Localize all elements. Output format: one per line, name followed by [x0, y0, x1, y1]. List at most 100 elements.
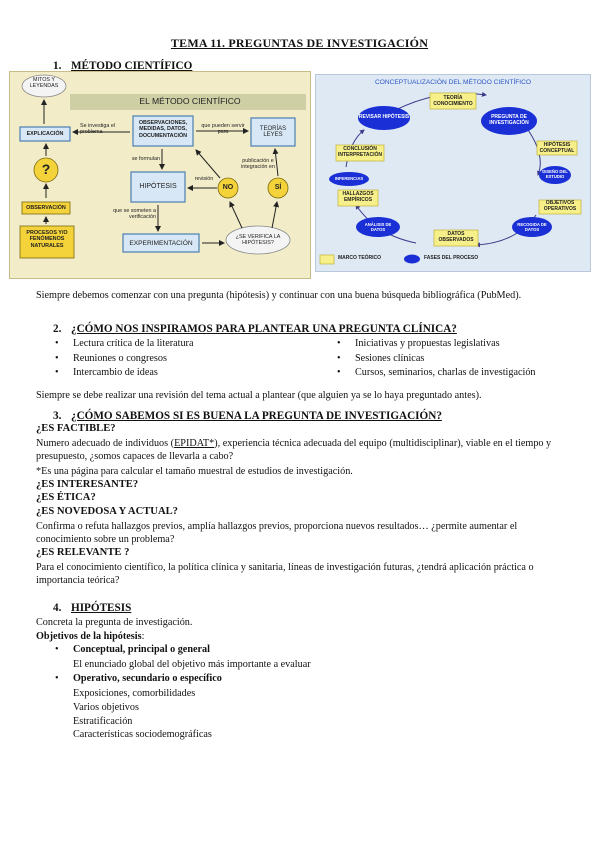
legend-marco-swatch [319, 254, 335, 265]
procesos-box [19, 225, 75, 259]
experimentacion-box [122, 233, 200, 253]
pregunta-oval [481, 107, 537, 135]
legend-fases-label: FASES DEL PROCESO [424, 255, 479, 261]
arrow-label-formulan: se formulan [131, 156, 160, 162]
objetivos-list: Conceptual, principal o general [53, 643, 553, 657]
interesante-question: ¿ES INTERESANTE? [36, 479, 139, 490]
epidat-link[interactable]: EPIDAT* [174, 438, 215, 449]
hallazgos-box [337, 189, 379, 207]
factible-note: *Es una página para calcular el tamaño m… [36, 466, 353, 477]
hipotesis-conceptual-box [536, 140, 578, 156]
list-item: Iniciativas y propuestas legislativas [335, 337, 585, 352]
inferencias-label: INFERENCIAS [334, 176, 364, 181]
revisar-label: REVISAR HIPÓTESIS [358, 114, 410, 120]
list-item: Reuniones o congresos [53, 352, 313, 367]
no-circle [217, 177, 239, 199]
mitos-cloud [21, 74, 67, 98]
list-item: Conceptual, principal o general [53, 643, 553, 657]
review-paragraph: Siempre se debe realizar una revisión de… [36, 390, 482, 401]
list-item: Lectura crítica de la literatura [53, 337, 313, 352]
objetivos-label: OBJETIVOS OPERATIVOS [543, 200, 577, 212]
observacion-box [21, 201, 71, 215]
sub-item: Estratificación [73, 715, 133, 727]
teoria-label: TEORÍA CONOCIMIENTO [433, 95, 473, 107]
novedosa-question: ¿ES NOVEDOSA Y ACTUAL? [36, 506, 178, 517]
hipotesis-box [130, 171, 186, 203]
section-1-heading: 1.MÉTODO CIENTÍFICO [53, 60, 193, 72]
relevante-answer: Para el conocimiento científico, la polí… [36, 562, 534, 587]
section-3-heading: 3.¿CÓMO SABEMOS SI ES BUENA LA PREGUNTA … [53, 410, 442, 422]
datos-label: DATOS OBSERVADOS [438, 231, 474, 243]
teorias-label: TEORÍAS LEYES [259, 126, 287, 139]
list-item: Operativo, secundario o específico [53, 672, 553, 687]
question-mark-icon: ? [41, 161, 51, 177]
scientific-method-arrows [19, 74, 306, 259]
list-item: Cursos, seminarios, charlas de investiga… [335, 366, 585, 381]
sub-item: Características sociodemográficas [73, 729, 212, 741]
conclusion-label: CONCLUSIÓN INTERPRETACIÓN [337, 146, 383, 158]
section-4-heading: 4.HIPÓTESIS [53, 602, 132, 614]
mitos-label: MITOS Y LEYENDAS [29, 77, 59, 90]
arrow-label-revision: revisión [194, 176, 214, 182]
recogida-label: RECOGIDA DE DATOS [517, 222, 547, 232]
novedosa-answer: Confirma o refuta hallazgos previos, amp… [36, 521, 518, 546]
diseno-label: DISEÑO DEL ESTUDIO [542, 169, 568, 179]
procesos-label: PROCESOS Y/O FENÓMENOS NATURALES [26, 230, 68, 249]
etica-question: ¿ES ÉTICA? [36, 492, 96, 503]
diseno-oval [539, 166, 571, 184]
si-circle [267, 177, 289, 199]
arrow-label-investiga: Se investiga el problema [80, 123, 116, 136]
diagram-left-header: EL MÉTODO CIENTÍFICO [139, 96, 241, 106]
objetivos-box [538, 199, 582, 215]
arrow-label-publicacion: publicación e integración en [241, 158, 275, 171]
sub-item: Varios objetivos [73, 701, 139, 713]
hipotesis-line: Concreta la pregunta de investigación. [36, 617, 193, 628]
teorias-box [250, 117, 296, 147]
hipotesis-conceptual-label: HIPÓTESIS CONCEPTUAL [539, 142, 575, 154]
hallazgos-label: HALLAZGOS EMPÍRICOS [342, 191, 374, 203]
objetivos-list-2: Operativo, secundario o específico [53, 672, 553, 687]
section-2-heading: 2.¿CÓMO NOS INSPIRAMOS PARA PLANTEAR UNA… [53, 323, 457, 335]
verifica-cloud [225, 225, 291, 255]
teoria-box [429, 92, 477, 110]
legend-marco-label: MARCO TEÓRICO [338, 255, 382, 261]
item1-description: El enunciado global del objetivo más imp… [73, 659, 311, 670]
explicacion-label: EXPLICACIÓN [26, 131, 64, 137]
no-label: NO [222, 184, 234, 191]
arrow-label-servir: que pueden servir para [201, 123, 245, 136]
conclusion-box [335, 144, 385, 162]
diagram-right-header: CONCEPTUALIZACIÓN DEL MÉTODO CIENTÍFICO [374, 79, 532, 86]
conceptualization-diagram: CONCEPTUALIZACIÓN DEL MÉTODO CIENTÍFICO … [315, 74, 591, 272]
datos-box [433, 229, 479, 247]
relevante-question: ¿ES RELEVANTE ? [36, 547, 130, 558]
diagram-header-band [70, 94, 306, 110]
observaciones-label: OBSERVACIONES, MEDIDAS, DATOS, DOCUMENTA… [138, 120, 188, 139]
objetivos-label: Objetivos de la hipótesis: [36, 631, 145, 642]
si-label: SÍ [274, 184, 282, 191]
verifica-label: ¿SE VERIFICA LA HIPÓTESIS? [235, 234, 281, 247]
explicacion-box [19, 126, 71, 142]
observaciones-box [132, 115, 194, 147]
factible-question: ¿ES FACTIBLE? [36, 423, 116, 434]
observacion-label: OBSERVACIÓN [26, 205, 66, 211]
analisis-label: ANÁLISIS DE DATOS [364, 222, 392, 232]
pregunta-label: PREGUNTA DE INVESTIGACIÓN [489, 114, 529, 126]
experimentacion-label: EXPERIMENTACIÓN [129, 240, 193, 247]
recogida-oval [512, 217, 552, 237]
list-item: Sesiones clínicas [335, 352, 585, 367]
inspiration-list-left: Lectura crítica de la literatura Reunion… [53, 337, 313, 381]
page-title: TEMA 11. PREGUNTAS DE INVESTIGACIÓN [170, 36, 429, 50]
list-item: Intercambio de ideas [53, 366, 313, 381]
hipotesis-label: HIPÓTESIS [139, 183, 177, 190]
sub-item: Exposiciones, comorbilidades [73, 688, 196, 699]
scientific-method-diagram: MITOS Y LEYENDAS EL MÉTODO CIENTÍFICO EX… [9, 71, 311, 279]
arrow-label-verificacion: que se someten a verificación [113, 208, 156, 221]
revisar-oval [358, 106, 410, 130]
inferencias-oval [329, 172, 369, 186]
item2-sublist: Exposiciones, comorbilidades Varios obje… [73, 687, 212, 742]
conceptualization-shapes [319, 91, 582, 265]
intro-paragraph: Siempre debemos comenzar con una pregunt… [36, 290, 522, 301]
inspiration-list-right: Iniciativas y propuestas legislativas Se… [335, 337, 585, 381]
analisis-oval [356, 217, 400, 237]
factible-answer: Numero adecuado de individuos (EPIDAT*),… [36, 438, 552, 463]
